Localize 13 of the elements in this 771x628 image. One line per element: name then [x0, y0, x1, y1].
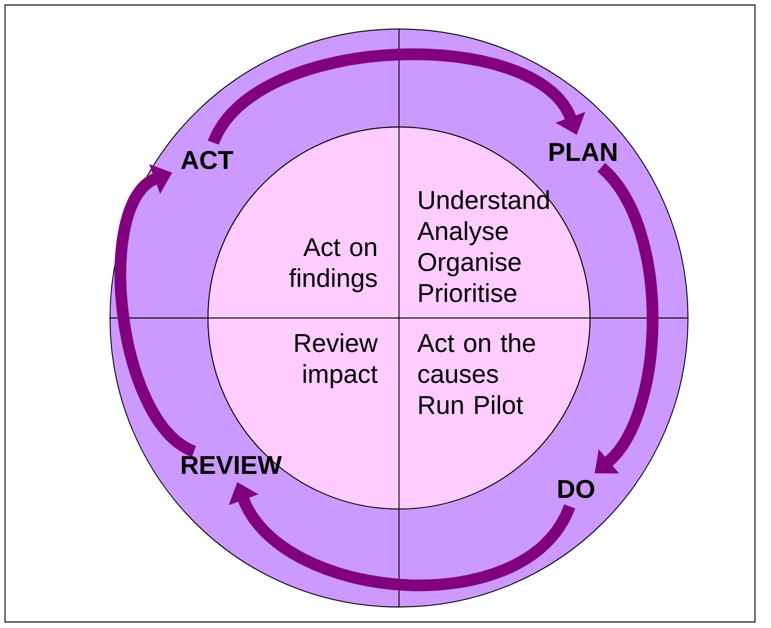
step-text: Analyse	[417, 221, 508, 246]
step-text: Act on the causes	[417, 333, 535, 384]
step-text: Review impact	[295, 333, 378, 388]
cycle-arrow	[114, 164, 197, 457]
cycle-arrow	[208, 48, 586, 146]
phase-label: ACT	[181, 150, 234, 170]
step-text: Act on findings	[289, 238, 377, 292]
phase-label: PLAN	[550, 143, 616, 161]
step-text: Prioritise	[419, 283, 516, 302]
step-text: Organise	[418, 252, 521, 276]
step-text: Understand	[419, 190, 549, 210]
phase-label: DO	[558, 480, 594, 498]
step-text: Run Pilot	[419, 395, 524, 414]
